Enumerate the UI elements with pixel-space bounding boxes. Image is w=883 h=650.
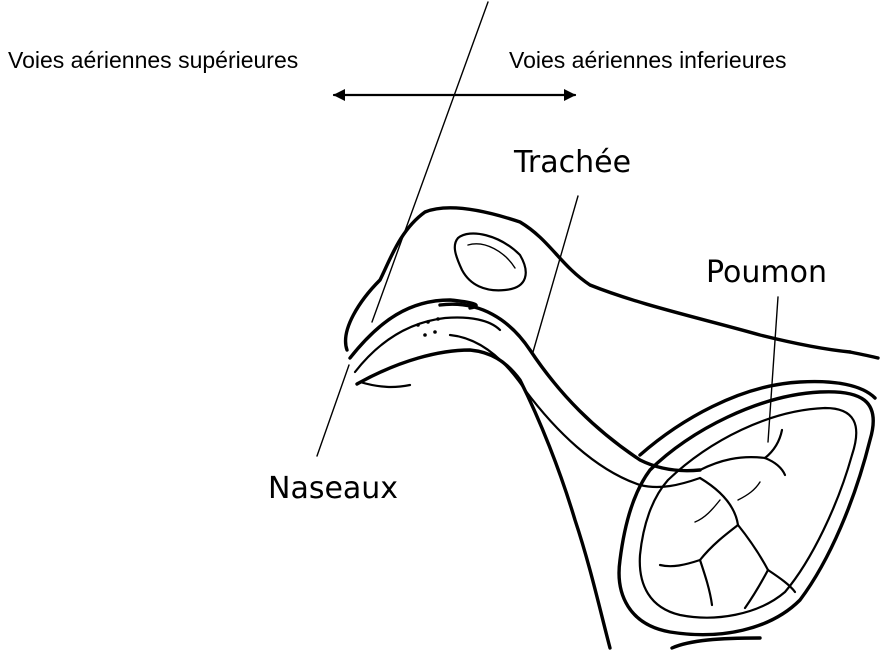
boundary-pointer-line xyxy=(372,2,488,322)
trachea-label: Trachée xyxy=(513,145,631,180)
trachea-pointer-line xyxy=(533,196,578,352)
nasal-cavity-inner xyxy=(468,244,515,268)
nasal-cavity-outline xyxy=(455,233,526,290)
nostrils-label: Naseaux xyxy=(268,471,398,506)
upper-airways-label: Voies aériennes supérieures xyxy=(8,47,298,73)
bronchial-tree xyxy=(660,430,795,608)
lung-outline xyxy=(619,392,873,635)
lower-airways-label: Voies aériennes inferieures xyxy=(509,47,786,73)
nostrils-pointer-line xyxy=(317,365,349,456)
lung-pointer-line xyxy=(768,297,778,442)
lung-label: Poumon xyxy=(706,255,827,290)
chest-bottom-marks xyxy=(672,638,760,648)
